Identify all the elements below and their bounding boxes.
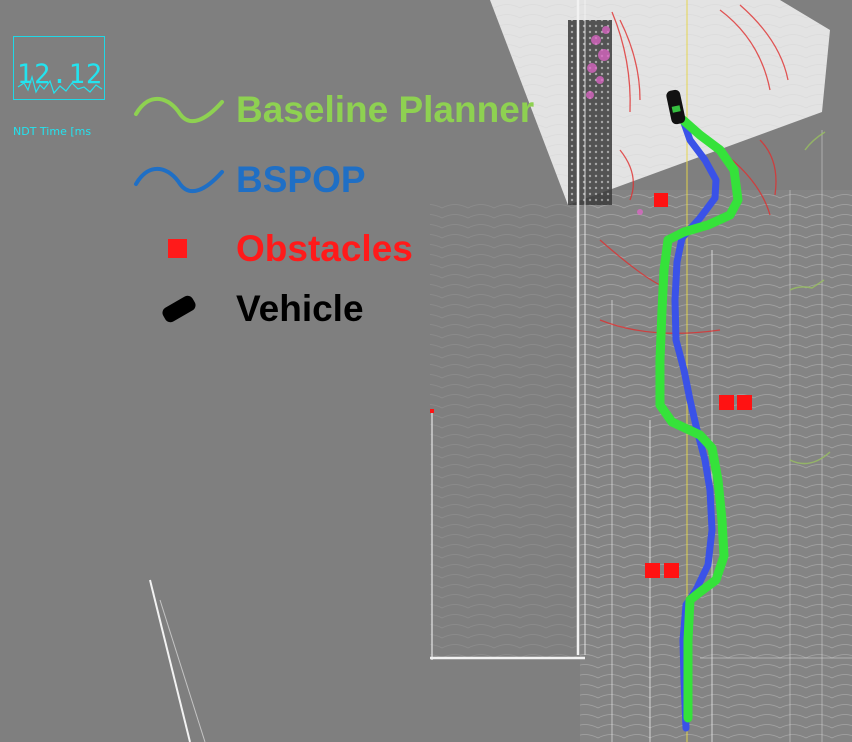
legend-item-bspop: BSPOP [130,158,570,202]
obstacle [737,395,752,410]
building-edges [149,0,852,742]
ndt-time-value: 12.12 [16,59,104,90]
legend-item-baseline-planner: Baseline Planner [130,88,570,132]
vehicle-marker [666,89,686,125]
ndt-time-label: NDT Time [ms [13,125,92,138]
obstacle [654,193,668,207]
vehicle-icon [162,295,196,323]
wall-cluster [568,20,612,205]
wave-line-icon [134,96,224,124]
obstacle [645,563,660,578]
ndt-time-widget: 12.12 [13,36,105,100]
legend-item-obstacles: Obstacles [130,227,570,271]
legend-label: Obstacles [236,228,413,269]
legend-label: Vehicle [236,288,364,329]
square-icon [168,239,187,258]
legend-label: BSPOP [236,159,366,200]
wave-line-icon [134,166,224,194]
legend-label: Baseline Planner [236,89,535,130]
obstacle [719,395,734,410]
pointcloud-region [430,190,852,742]
baseline-planner-path [655,115,743,723]
pink-points [586,26,643,215]
legend: Baseline Planner BSPOP Obstacles Vehicle [130,88,570,338]
obstacle-markers [430,193,752,578]
obstacle [664,563,679,578]
ndt-sparkline [17,74,103,95]
curb-marks [789,131,831,465]
legend-item-vehicle: Vehicle [130,287,570,331]
